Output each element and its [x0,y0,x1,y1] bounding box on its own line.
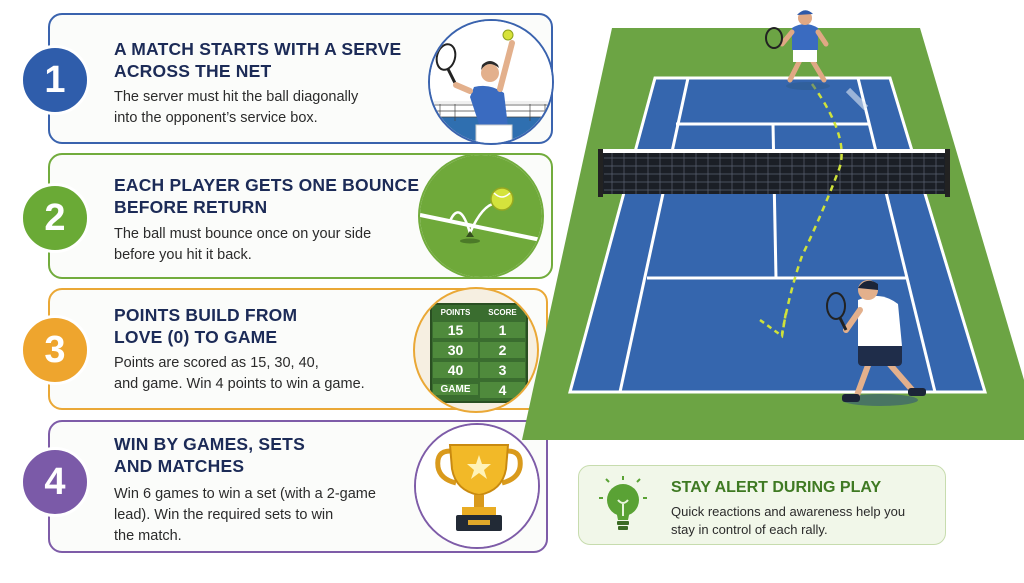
scoreboard-score-cell: 2 [480,341,525,358]
step-3-desc-line1: Points are scored as 15, 30, 40, [114,355,319,371]
step-2-title-line1: EACH PLAYER GETS ONE BOUNCE [114,175,420,195]
step-4-title: WIN BY GAMES, SETS AND MATCHES [114,433,305,477]
step-3-title-line1: POINTS BUILD FROM [114,305,298,325]
tip-box: STAY ALERT DURING PLAY Quick reactions a… [578,465,946,545]
step-3-badge: 3 [20,315,90,385]
trophy-icon [416,425,538,547]
scoreboard-points-cell: GAME [433,384,478,395]
scoreboard-score-cell: 3 [480,361,525,378]
step-4-desc-line2: lead). Win the required sets to win [114,507,334,523]
trophy-illustration [414,423,540,549]
step-4-badge: 4 [20,447,90,517]
tip-desc: Quick reactions and awareness help you s… [671,503,936,539]
tip-title: STAY ALERT DURING PLAY [671,479,882,496]
tip-desc-line1: Quick reactions and awareness help you [671,504,906,519]
lightbulb-icon [599,476,647,530]
step-1-title-line1: A MATCH STARTS WITH A SERVE [114,39,402,59]
step-3-title-line2: LOVE (0) TO GAME [114,327,278,347]
tennis-court [522,10,1024,440]
tip-desc-line2: stay in control of each rally. [671,522,828,537]
step-2-desc: The ball must bounce once on your side b… [114,224,371,266]
step-3-desc: Points are scored as 15, 30, 40, and gam… [114,353,365,395]
scoreboard-points-cell: 15 [433,321,478,338]
step-2-title: EACH PLAYER GETS ONE BOUNCE BEFORE RETUR… [114,174,419,218]
step-2-badge: 2 [20,183,90,253]
scoreboard-score-cell: 4 [480,381,525,398]
step-1-title: A MATCH STARTS WITH A SERVE ACROSS THE N… [114,38,401,82]
step-1-title-line2: ACROSS THE NET [114,61,272,81]
scoreboard-header-points: POINTS [440,307,471,317]
step-2-desc-line1: The ball must bounce once on your side [114,226,372,242]
step-1-badge: 1 [20,45,90,115]
step-4-desc-line1: Win 6 games to win a set (with a 2-game [114,486,376,502]
step-1-desc-line1: The server must hit the ball diagonally [114,89,359,105]
step-4-title-line1: WIN BY GAMES, SETS [114,434,305,454]
step-1-desc-line2: into the opponent’s service box. [114,110,318,126]
scoreboard-points-cell: 30 [433,341,478,358]
step-2-desc-line2: before you hit it back. [114,247,252,263]
step-1-desc: The server must hit the ball diagonally … [114,87,358,129]
step-3-title: POINTS BUILD FROM LOVE (0) TO GAME [114,304,297,348]
scoreboard-points-cell: 40 [433,361,478,378]
scoreboard-header-score: SCORE [488,307,517,317]
step-4-desc: Win 6 games to win a set (with a 2-game … [114,484,376,547]
bounce-illustration [418,153,544,279]
step-4-desc-line3: the match. [114,528,182,544]
step-3-desc-line2: and game. Win 4 points to win a game. [114,376,365,392]
step-2-title-line2: BEFORE RETURN [114,197,268,217]
scoreboard-score-cell: 1 [480,321,525,338]
step-4-title-line2: AND MATCHES [114,456,245,476]
